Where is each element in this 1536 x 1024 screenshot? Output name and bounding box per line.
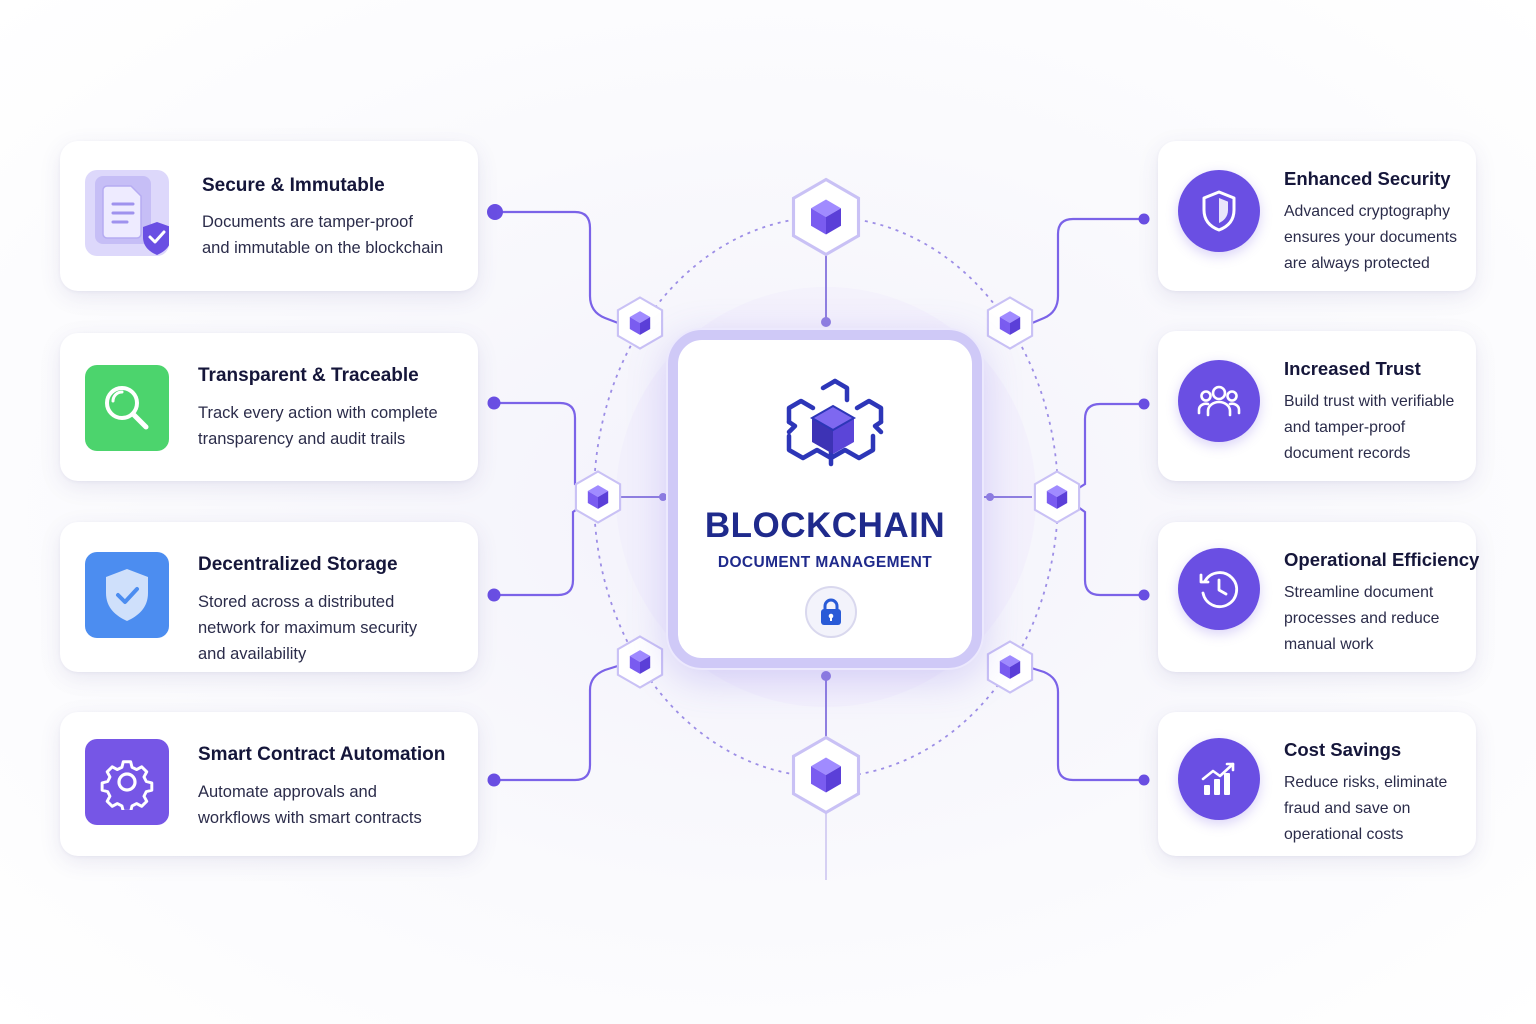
description-line: Build trust with verifiable	[1284, 393, 1455, 410]
connector-right-4	[1024, 664, 1144, 782]
feature-description: Streamline document processes and reduce…	[1284, 580, 1439, 658]
feature-title: Increased Trust	[1284, 358, 1421, 379]
feature-card-cost-savings: Cost Savings Reduce risks, eliminate fra…	[1158, 712, 1476, 856]
hex-node-upper-left	[616, 296, 664, 350]
description-line: ensures your documents	[1284, 229, 1457, 246]
description-line: document records	[1284, 445, 1411, 462]
clock-history-icon	[1178, 548, 1260, 630]
feature-description: Track every action with complete transpa…	[198, 400, 438, 452]
feature-card-increased-trust: Increased Trust Build trust with verifia…	[1158, 331, 1476, 481]
padlock-icon	[805, 586, 857, 638]
people-group-icon	[1178, 360, 1260, 442]
description-line: Documents are tamper-proof	[202, 213, 413, 231]
hex-node-lower-right	[986, 640, 1034, 694]
description-line: and immutable on the blockchain	[202, 239, 444, 257]
gear-icon	[85, 739, 169, 825]
hex-node-bottom	[791, 735, 861, 815]
description-line: processes and reduce	[1284, 610, 1440, 627]
feature-card-operational-efficiency: Operational Efficiency Streamline docume…	[1158, 522, 1480, 672]
document-shield-check-icon	[85, 170, 169, 256]
feature-title: Decentralized Storage	[198, 554, 398, 575]
connector-right-1	[1024, 217, 1144, 328]
center-hub: BLOCKCHAIN DOCUMENT MANAGEMENT	[668, 330, 982, 668]
connector-right-3	[1073, 503, 1144, 597]
description-line: and availability	[198, 645, 307, 663]
description-line: network for maximum security	[198, 619, 418, 637]
connector-left-4	[494, 662, 625, 782]
description-line: Stored across a distributed	[198, 593, 395, 611]
shield-check-icon	[85, 552, 169, 638]
feature-card-decentralized-storage: Decentralized Storage Stored across a di…	[60, 522, 478, 672]
feature-title: Cost Savings	[1284, 739, 1402, 760]
hex-node-top	[791, 177, 861, 257]
feature-card-transparent-traceable: Transparent & Traceable Track every acti…	[60, 333, 478, 481]
center-title: BLOCKCHAIN	[704, 506, 946, 545]
description-line: Advanced cryptography	[1284, 203, 1450, 220]
description-line: manual work	[1284, 636, 1374, 653]
feature-description: Reduce risks, eliminate fraud and save o…	[1284, 770, 1447, 848]
connector-left-3	[494, 503, 585, 597]
feature-description: Stored across a distributed network for …	[198, 589, 417, 667]
description-line: workflows with smart contracts	[198, 809, 422, 827]
hex-node-mid-left	[574, 470, 622, 524]
hex-node-mid-right	[1033, 470, 1081, 524]
feature-description: Build trust with verifiable and tamper-p…	[1284, 389, 1454, 467]
feature-description: Advanced cryptography ensures your docum…	[1284, 199, 1457, 277]
bar-chart-growth-icon	[1178, 738, 1260, 820]
hex-node-upper-right	[986, 296, 1034, 350]
magnifier-icon	[85, 365, 169, 451]
feature-title: Operational Efficiency	[1284, 549, 1480, 570]
feature-title: Secure & Immutable	[202, 175, 385, 196]
description-line: and tamper-proof	[1284, 419, 1406, 436]
description-line: Streamline document	[1284, 584, 1434, 601]
description-line: are always protected	[1284, 255, 1430, 272]
hex-node-lower-left	[616, 635, 664, 689]
description-line: Track every action with complete	[198, 404, 438, 422]
description-line: fraud and save on	[1284, 800, 1411, 817]
connector-left-2	[494, 401, 586, 492]
feature-card-enhanced-security: Enhanced Security Advanced cryptography …	[1158, 141, 1476, 291]
feature-title: Enhanced Security	[1284, 168, 1451, 189]
feature-description: Automate approvals and workflows with sm…	[198, 779, 422, 831]
center-subtitle: DOCUMENT MANAGEMENT	[717, 554, 933, 571]
description-line: Reduce risks, eliminate	[1284, 774, 1448, 791]
feature-description: Documents are tamper-proof and immutable…	[202, 209, 443, 261]
feature-card-smart-contract: Smart Contract Automation Automate appro…	[60, 712, 478, 856]
blockchain-hexagon-cube-icon	[786, 378, 884, 467]
description-line: transparency and audit trails	[198, 430, 406, 448]
feature-title: Smart Contract Automation	[198, 744, 446, 765]
description-line: operational costs	[1284, 826, 1404, 843]
feature-title: Transparent & Traceable	[198, 365, 419, 386]
connector-right-2	[1073, 402, 1144, 492]
feature-card-secure-immutable: Secure & Immutable Documents are tamper-…	[60, 141, 478, 291]
connector-left-1	[495, 210, 627, 328]
description-line: Automate approvals and	[198, 783, 377, 801]
shield-icon	[1178, 170, 1260, 252]
